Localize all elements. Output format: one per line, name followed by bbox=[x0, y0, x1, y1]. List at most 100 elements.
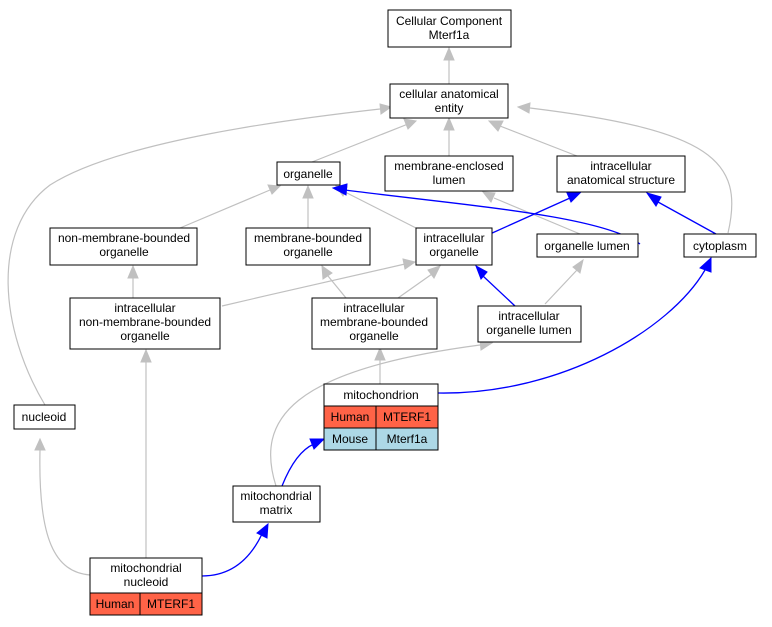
edge-iol-partof-io bbox=[482, 275, 516, 307]
edge-iol-to-ol bbox=[544, 269, 578, 305]
node-mitochondrial-nucleoid[interactable]: mitochondrial nucleoid Human MTERF1 bbox=[89, 557, 203, 616]
node-intracellular-membrane-bounded-organelle[interactable]: intracellular membrane-bounded organelle bbox=[311, 297, 438, 350]
node-label: intracellular bbox=[114, 301, 175, 315]
node-label: nucleoid bbox=[22, 410, 67, 424]
node-label: organelle bbox=[283, 167, 333, 181]
node-label: membrane-bounded bbox=[254, 231, 362, 245]
arrowhead bbox=[34, 437, 46, 451]
edges bbox=[7, 46, 733, 577]
node-label: mitochondrion bbox=[343, 388, 418, 402]
arrowhead bbox=[516, 102, 531, 114]
node-label: anatomical structure bbox=[567, 173, 675, 187]
arrowhead bbox=[127, 264, 139, 279]
arrowhead bbox=[645, 192, 662, 207]
node-nucleoid[interactable]: nucleoid bbox=[13, 404, 76, 430]
edge-io-partof-ias bbox=[489, 197, 571, 235]
arrowhead bbox=[403, 118, 418, 130]
species-label: Human bbox=[96, 597, 135, 611]
edge-nmbo-to-organelle bbox=[179, 189, 271, 229]
species-label: Mouse bbox=[332, 432, 368, 446]
node-intracellular-non-membrane-bounded-organelle[interactable]: intracellular non-membrane-bounded organ… bbox=[69, 297, 221, 350]
node-organelle-lumen[interactable]: organelle lumen bbox=[536, 233, 639, 258]
gene-cell-mouse bbox=[375, 427, 439, 451]
arrowhead bbox=[331, 183, 348, 196]
node-label: organelle bbox=[349, 329, 399, 343]
arrowhead bbox=[443, 46, 455, 61]
arrowhead bbox=[309, 438, 326, 450]
edge-io-to-organelle bbox=[344, 191, 417, 229]
edge-matrix-partof-mito bbox=[281, 443, 315, 487]
node-label: cytoplasm bbox=[693, 239, 747, 253]
node-label: organelle bbox=[283, 245, 333, 259]
node-label: cellular anatomical bbox=[399, 87, 498, 101]
node-label: intracellular bbox=[498, 309, 559, 323]
edge-mito-partof-cytoplasm bbox=[437, 269, 706, 394]
node-label: organelle bbox=[429, 245, 479, 259]
arrowhead bbox=[443, 116, 455, 131]
node-label: non-membrane-bounded bbox=[58, 231, 190, 245]
edge-cytoplasm-to-entity bbox=[529, 107, 733, 234]
arrowhead bbox=[427, 265, 441, 279]
arrowhead bbox=[572, 258, 584, 274]
node-root-line2: Mterf1a bbox=[429, 28, 470, 42]
edge-inmbo-to-io bbox=[221, 263, 406, 307]
node-mitochondrial-matrix[interactable]: mitochondrial matrix bbox=[232, 485, 321, 523]
node-label: mitochondrial bbox=[110, 561, 181, 575]
edge-organelle-to-entity bbox=[311, 123, 409, 163]
node-label: organelle bbox=[99, 245, 149, 259]
arrowhead bbox=[475, 264, 488, 280]
arrowhead bbox=[302, 184, 314, 199]
node-label: mitochondrial bbox=[240, 489, 311, 503]
node-organelle[interactable]: organelle bbox=[276, 161, 341, 186]
arrowhead bbox=[256, 522, 269, 539]
arrowhead bbox=[321, 264, 333, 280]
gene-cell-human bbox=[139, 592, 203, 616]
node-cellular-anatomical-entity[interactable]: cellular anatomical entity bbox=[389, 83, 509, 119]
gene-label: MTERF1 bbox=[383, 410, 431, 424]
node-label: matrix bbox=[260, 503, 293, 517]
edge-nucleoid-to-entity bbox=[7, 108, 381, 406]
node-mitochondrion[interactable]: mitochondrion Human MTERF1 Mouse Mterf1a bbox=[323, 383, 439, 451]
node-label: organelle lumen bbox=[486, 323, 571, 337]
node-membrane-bounded-organelle[interactable]: membrane-bounded organelle bbox=[245, 227, 371, 266]
node-label: intracellular bbox=[423, 231, 484, 245]
arrowhead bbox=[374, 346, 386, 361]
node-intracellular-organelle-lumen[interactable]: intracellular organelle lumen bbox=[477, 305, 582, 343]
node-label: nucleoid bbox=[124, 575, 169, 589]
arrowhead bbox=[699, 256, 712, 273]
edge-ol-to-mel bbox=[493, 197, 581, 235]
species-label: Human bbox=[331, 410, 370, 424]
node-label: intracellular bbox=[343, 301, 404, 315]
node-label: non-membrane-bounded bbox=[79, 315, 211, 329]
arrowhead bbox=[379, 103, 393, 115]
arrowhead bbox=[267, 184, 282, 195]
arrowhead bbox=[402, 258, 417, 270]
node-root-line1: Cellular Component bbox=[396, 14, 503, 28]
arrowhead bbox=[566, 191, 583, 203]
arrowhead bbox=[487, 120, 504, 132]
node-intracellular-organelle[interactable]: intracellular organelle bbox=[415, 227, 493, 266]
edge-ias-to-entity bbox=[499, 125, 578, 157]
edge-mnucleoid-to-nucleoid bbox=[39, 449, 91, 576]
edge-mnucleoid-partof-matrix bbox=[201, 533, 263, 577]
node-intracellular-anatomical-structure[interactable]: intracellular anatomical structure bbox=[556, 155, 686, 193]
node-root[interactable]: Cellular Component Mterf1a bbox=[387, 9, 512, 48]
node-label: organelle lumen bbox=[544, 239, 629, 253]
node-label: intracellular bbox=[590, 159, 651, 173]
arrowhead bbox=[140, 348, 152, 363]
edge-imbo-to-mbo bbox=[327, 275, 347, 299]
node-label: organelle bbox=[120, 329, 170, 343]
arrowhead bbox=[481, 191, 496, 203]
edge-imbo-to-io bbox=[397, 273, 433, 299]
node-label: membrane-bounded bbox=[320, 315, 428, 329]
node-label: entity bbox=[435, 101, 464, 115]
nodes: Cellular Component Mterf1a cellular anat… bbox=[13, 9, 757, 616]
node-cytoplasm[interactable]: cytoplasm bbox=[683, 233, 757, 258]
node-label: membrane-enclosed bbox=[394, 159, 503, 173]
node-non-membrane-bounded-organelle[interactable]: non-membrane-bounded organelle bbox=[49, 227, 198, 266]
edge-matrix-to-iol bbox=[270, 344, 481, 487]
gene-label: MTERF1 bbox=[147, 597, 195, 611]
node-membrane-enclosed-lumen[interactable]: membrane-enclosed lumen bbox=[384, 155, 514, 192]
gene-label: Mterf1a bbox=[387, 432, 428, 446]
